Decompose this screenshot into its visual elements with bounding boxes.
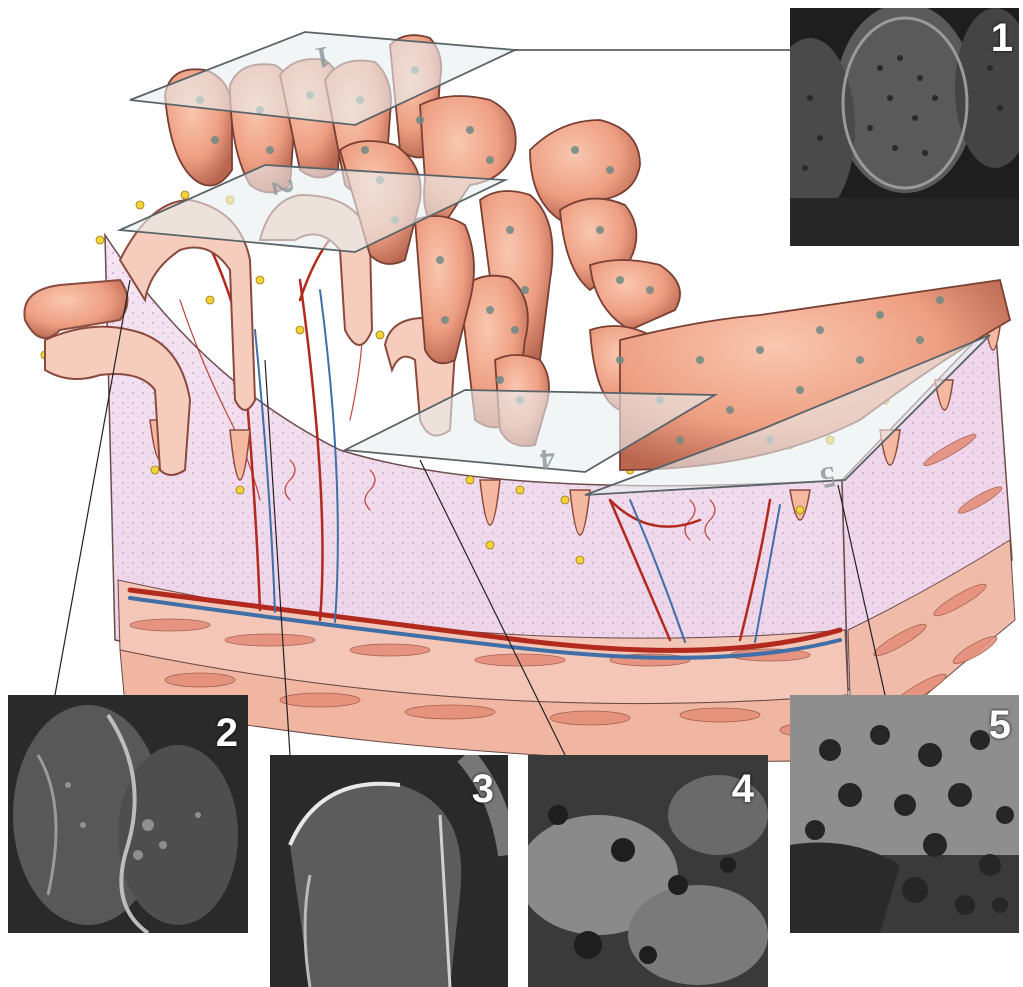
micrograph-image bbox=[790, 695, 1019, 933]
micrograph-panel-1: 1 bbox=[790, 8, 1019, 246]
panel-number: 2 bbox=[216, 713, 238, 753]
micrograph-panel-2: 2 bbox=[8, 695, 248, 933]
micrograph-image bbox=[790, 8, 1019, 246]
micrograph-image bbox=[8, 695, 248, 933]
panel-number: 1 bbox=[991, 18, 1013, 58]
micrograph-panel-4: 4 bbox=[528, 755, 768, 987]
villus bbox=[590, 260, 680, 330]
panel-number: 3 bbox=[472, 769, 494, 809]
plane-label-4: 4 bbox=[539, 442, 557, 476]
micrograph-panel-5: 5 bbox=[790, 695, 1019, 933]
micrograph-panel-3: 3 bbox=[270, 755, 508, 987]
panel-number: 4 bbox=[732, 769, 754, 809]
panel-number: 5 bbox=[989, 705, 1011, 745]
